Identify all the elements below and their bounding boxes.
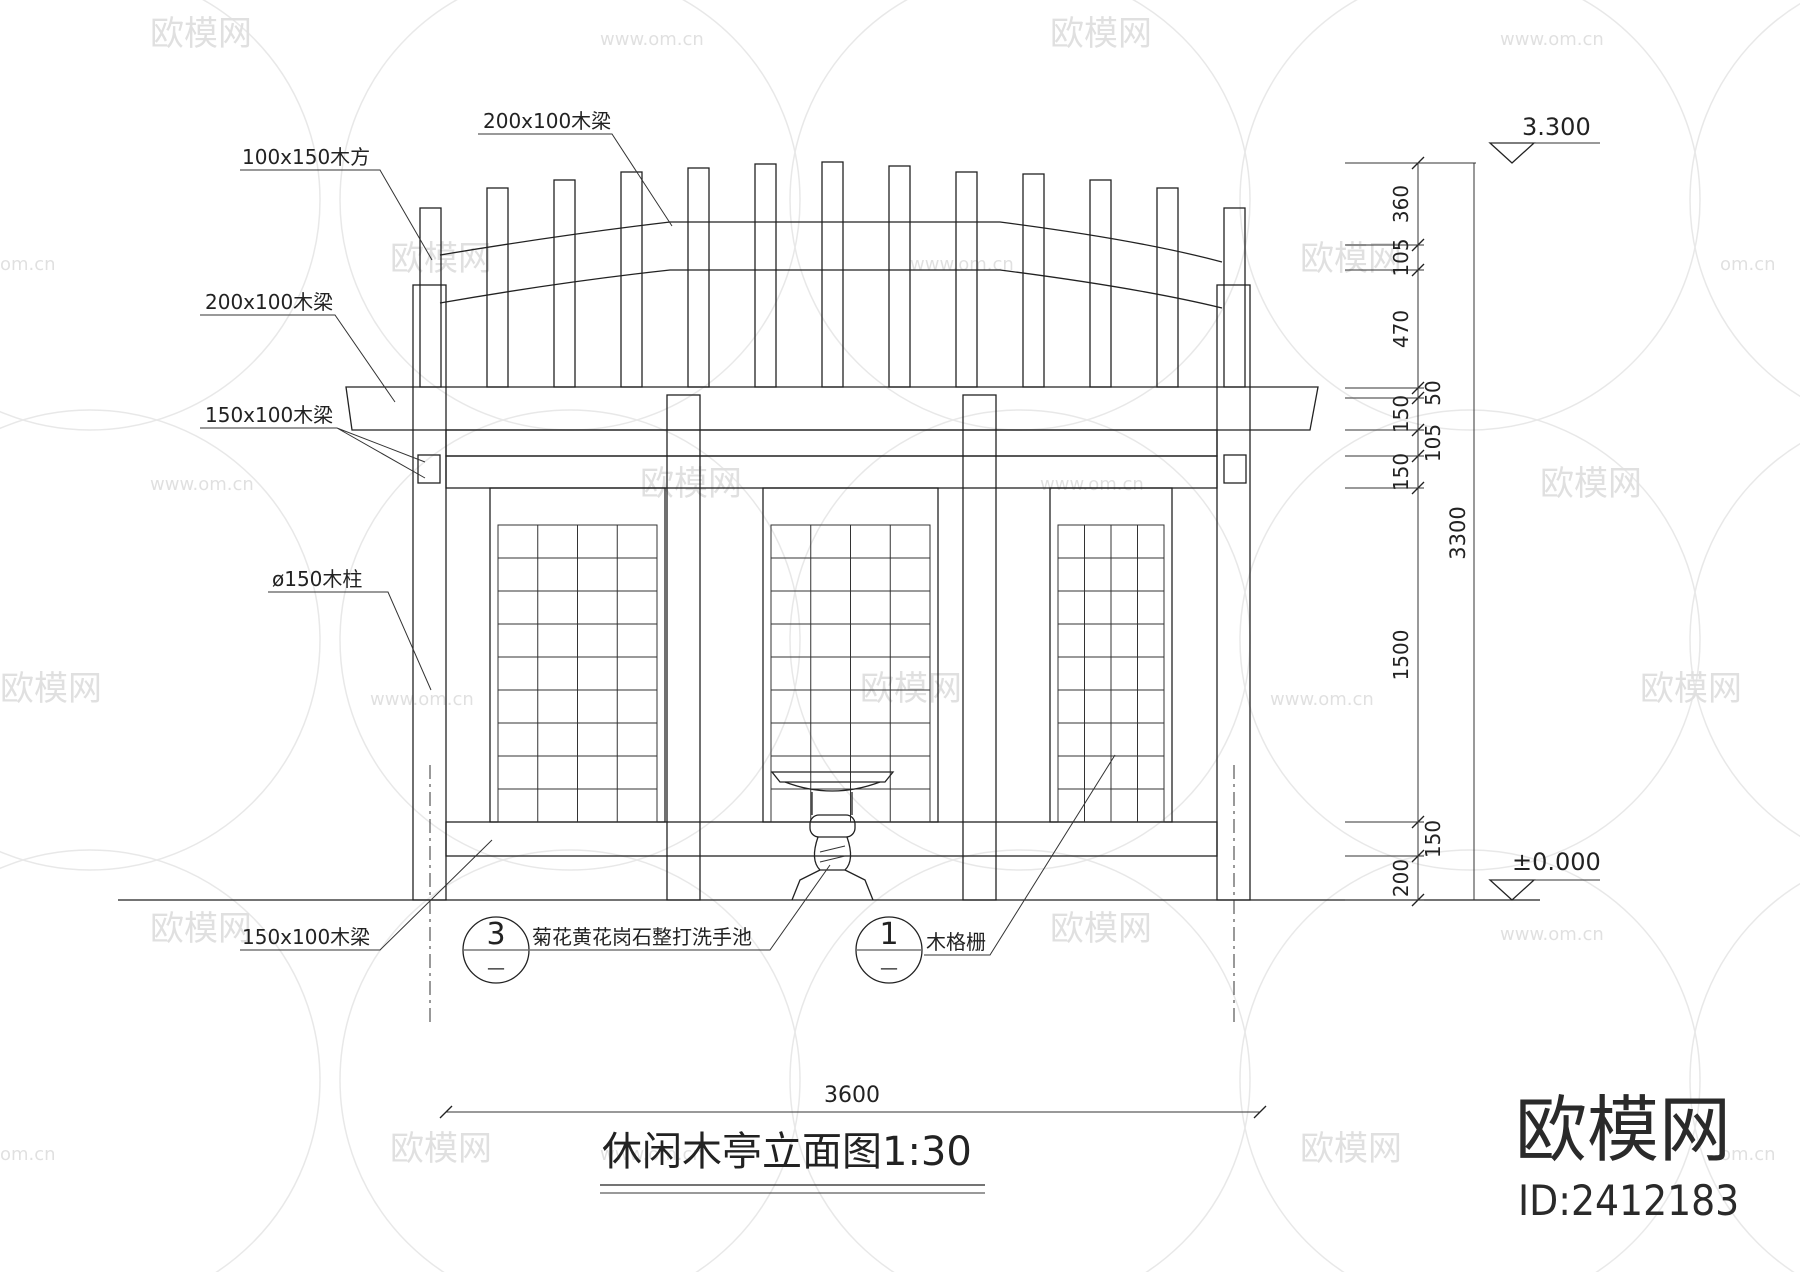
rafter: [1089, 179, 1112, 388]
svg-text:欧模网: 欧模网: [1050, 14, 1152, 54]
dim-segment-text: 150: [1389, 453, 1413, 491]
rafter: [620, 171, 643, 388]
dim-segment-text: 105: [1421, 424, 1445, 462]
svg-text:www.om.cn: www.om.cn: [600, 1144, 704, 1165]
rafter: [1156, 187, 1179, 388]
svg-text:www.om.cn: www.om.cn: [1500, 29, 1604, 50]
column-mid-left: [666, 394, 701, 901]
height-dimensions: 360 105 470 50 150 105 150 1500 150 200 3300: [1345, 156, 1475, 907]
callout-3: 3 —: [462, 916, 530, 984]
lattice-panel: [762, 487, 939, 823]
callout-3-number: 3: [486, 917, 505, 952]
dim-total-width: 3600: [824, 1083, 880, 1108]
callout-1: 1 —: [855, 916, 923, 984]
rafter: [754, 163, 777, 388]
rafter: [821, 161, 844, 388]
level-top-text: 3.300: [1522, 113, 1591, 141]
rafter: [888, 165, 911, 388]
dim-segment-text: 200: [1389, 859, 1413, 897]
dim-segment-text: 150: [1389, 395, 1413, 433]
svg-text:欧模网: 欧模网: [0, 669, 102, 709]
rafter: [419, 207, 442, 388]
svg-text:欧模网: 欧模网: [860, 669, 962, 709]
label-timber-square: 100x150木方: [242, 145, 370, 169]
dim-total-height: 3300: [1446, 506, 1470, 559]
svg-text:欧模网: 欧模网: [150, 909, 252, 949]
label-beam-bottom: 150x100木梁: [242, 925, 370, 949]
dim-segment-text: 360: [1389, 185, 1413, 223]
svg-text:www.om.cn: www.om.cn: [600, 29, 704, 50]
svg-text:www.om.cn: www.om.cn: [150, 474, 254, 495]
label-lattice: 木格栅: [926, 930, 986, 954]
label-basin: 菊花黄花岗石整打洗手池: [532, 925, 752, 949]
brand-logo-text: 欧模网: [1515, 1088, 1731, 1172]
rafter: [955, 171, 978, 388]
svg-text:欧模网: 欧模网: [1300, 239, 1402, 279]
label-beam-small: 150x100木梁: [205, 403, 333, 427]
label-beam-top: 200x100木梁: [483, 109, 611, 133]
lattice-panel: [1049, 487, 1173, 823]
dim-segment-text: 50: [1421, 380, 1445, 405]
svg-text:欧模网: 欧模网: [390, 1129, 492, 1169]
svg-text:www.om.cn: www.om.cn: [1270, 689, 1374, 710]
dim-segment-text: 470: [1389, 310, 1413, 348]
label-beam-mid: 200x100木梁: [205, 290, 333, 314]
callout-1-sub: —: [880, 958, 898, 979]
main-beam-upper: [345, 386, 1319, 431]
purlin-lower: [439, 269, 1223, 309]
width-dimension: 3600: [439, 1083, 1267, 1119]
leader-lines: [200, 133, 1116, 956]
callout-3-sub: —: [487, 958, 505, 979]
svg-text:om.cn: om.cn: [0, 1144, 56, 1165]
dim-segment-text: 150: [1421, 820, 1445, 858]
svg-text:欧模网: 欧模网: [1640, 669, 1742, 709]
drawing-title-block: 休闲木亭立面图1:30: [600, 1129, 985, 1194]
rafter: [486, 187, 509, 388]
svg-text:om.cn: om.cn: [1720, 1144, 1776, 1165]
column-mid-right: [962, 394, 997, 901]
wash-basin: [770, 771, 895, 901]
svg-text:欧模网: 欧模网: [1540, 464, 1642, 504]
svg-text:欧模网: 欧模网: [1300, 1129, 1402, 1169]
drawing-title: 休闲木亭立面图1:30: [602, 1129, 972, 1175]
beam-end-right: [1223, 454, 1247, 484]
main-beam-lower: [445, 429, 1218, 457]
svg-text:欧模网: 欧模网: [150, 14, 252, 54]
rafter: [1223, 207, 1246, 388]
brand-watermark: 欧模网 ID:2412183: [1515, 1088, 1739, 1225]
beam-end-left: [417, 454, 441, 484]
purlin-upper: [439, 221, 1223, 263]
level-marker-top: 3.300: [1348, 113, 1600, 164]
rafter: [553, 179, 576, 388]
label-column: ø150木柱: [272, 567, 362, 591]
dim-segment-text: 105: [1389, 238, 1413, 276]
svg-text:欧模网: 欧模网: [640, 464, 742, 504]
rafter: [1022, 173, 1045, 388]
level-ground-text: ±0.000: [1512, 848, 1601, 876]
callout-1-number: 1: [879, 917, 898, 952]
svg-text:www.om.cn: www.om.cn: [910, 254, 1014, 275]
rafter: [687, 167, 710, 388]
svg-text:www.om.cn: www.om.cn: [370, 689, 474, 710]
svg-text:om.cn: om.cn: [0, 254, 56, 275]
level-marker-ground: ±0.000: [1488, 848, 1601, 901]
annotation-labels: 200x100木梁 100x150木方 200x100木梁 150x100木梁 …: [205, 109, 986, 954]
dim-segment-text: 1500: [1389, 630, 1413, 681]
pavilion-structure: [345, 161, 1319, 901]
svg-text:om.cn: om.cn: [1720, 254, 1776, 275]
svg-text:www.om.cn: www.om.cn: [1040, 474, 1144, 495]
svg-text:欧模网: 欧模网: [1050, 909, 1152, 949]
svg-text:www.om.cn: www.om.cn: [1500, 924, 1604, 945]
brand-id-text: ID:2412183: [1518, 1176, 1739, 1225]
lattice-panel: [489, 487, 666, 823]
